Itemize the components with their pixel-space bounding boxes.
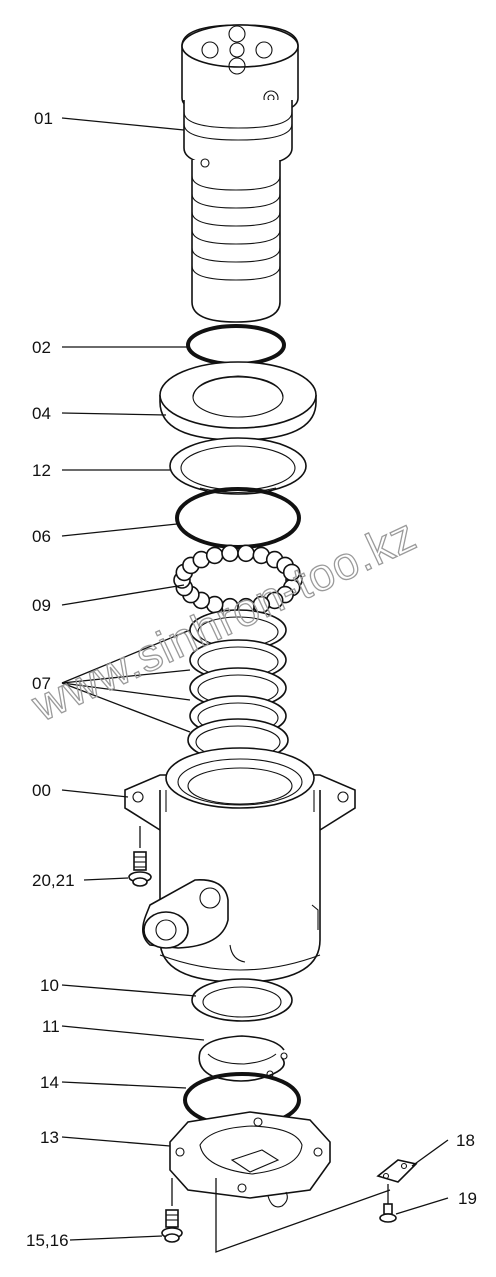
label-13: 13 bbox=[40, 1128, 59, 1147]
steel-ball bbox=[282, 563, 301, 582]
label-11: 11 bbox=[42, 1017, 60, 1036]
label-10: 10 bbox=[40, 976, 59, 995]
leader-lines bbox=[61, 117, 449, 1241]
label-15-16: 15,16 bbox=[26, 1231, 69, 1250]
part-12-retainer-ring bbox=[169, 437, 307, 495]
part-18-plate bbox=[215, 1159, 418, 1253]
label-04: 04 bbox=[32, 404, 51, 423]
label-12: 12 bbox=[32, 461, 51, 480]
label-07: 07 bbox=[32, 674, 51, 693]
label-18: 18 bbox=[456, 1131, 475, 1150]
part-06-o-ring bbox=[175, 487, 301, 549]
label-02: 02 bbox=[32, 338, 51, 357]
label-01: 01 bbox=[34, 109, 53, 128]
label-20-21: 20,21 bbox=[32, 871, 75, 890]
part-11-snap-ring bbox=[198, 1035, 288, 1082]
label-14: 14 bbox=[40, 1073, 59, 1092]
part-02-o-ring bbox=[186, 324, 286, 366]
part-00-housing bbox=[124, 747, 356, 983]
label-09: 09 bbox=[32, 596, 51, 615]
part-09-steel-balls bbox=[173, 544, 303, 616]
part-07-spring-rings bbox=[187, 609, 289, 762]
part-19-screw bbox=[379, 1184, 397, 1223]
part-labels: 01 02 04 12 06 09 07 00 20,21 10 11 14 1… bbox=[26, 109, 477, 1250]
label-06: 06 bbox=[32, 527, 51, 546]
steel-ball bbox=[221, 544, 239, 563]
part-20-21-bolt bbox=[128, 826, 152, 887]
steel-ball bbox=[205, 546, 224, 565]
part-04-flange-cover bbox=[159, 361, 317, 441]
part-15-16-bolt bbox=[161, 1178, 183, 1243]
part-13-end-cover bbox=[169, 1111, 331, 1208]
label-19: 19 bbox=[458, 1189, 477, 1208]
label-00: 00 bbox=[32, 781, 51, 800]
part-10-thrust-washer bbox=[191, 978, 293, 1022]
part-01-rotor-shaft bbox=[181, 24, 299, 323]
steel-ball bbox=[237, 544, 255, 563]
